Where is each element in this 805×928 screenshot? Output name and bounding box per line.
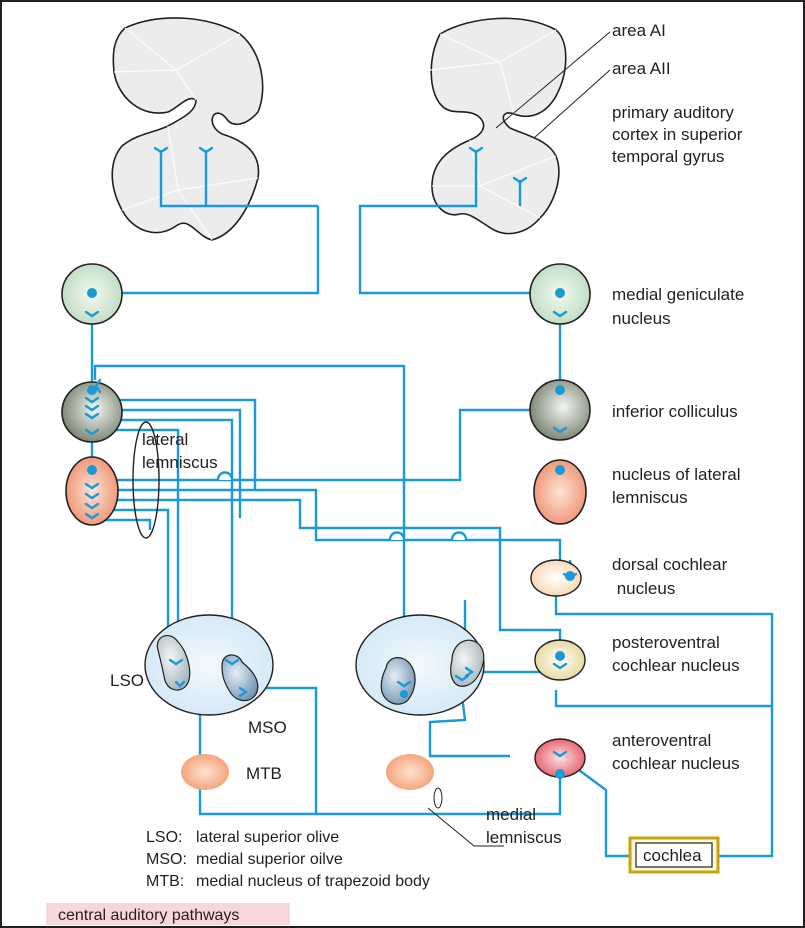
legend-text-mtb: medial nucleus of trapezoid body (196, 873, 430, 890)
legend-abbr-mso: MSO: (146, 851, 187, 868)
synapse-markers (87, 288, 575, 779)
label-lso: LSO (110, 671, 144, 690)
cochlea-inner (635, 842, 713, 868)
pathway-lines (90, 150, 774, 858)
label-area-ai: area AI (612, 21, 666, 40)
label-posteroventral-2: cochlear nucleus (612, 656, 740, 675)
legend-abbr-mtb: MTB: (146, 873, 184, 890)
lateral-lemniscus-ring (132, 421, 160, 539)
mtb-left (181, 754, 229, 790)
cortex-left (111, 17, 264, 241)
label-lateral-lemniscus-1: lateral (142, 430, 188, 449)
label-inferior-colliculus: inferior colliculus (612, 402, 738, 421)
dorsal-cochlear-nucleus (530, 559, 582, 597)
line-crossing-hops (216, 471, 468, 541)
label-medial-lemniscus-2: lemniscus (486, 828, 562, 847)
label-primary-cortex-3: temporal gyrus (612, 147, 724, 166)
label-area-aii: area AII (612, 59, 671, 78)
label-cochlea: cochlea (643, 846, 702, 865)
label-primary-cortex-2: cortex in superior (612, 125, 743, 144)
label-mtb: MTB (246, 764, 282, 783)
inferior-colliculus-left (61, 381, 123, 443)
label-lateral-lemniscus-2: lemniscus (142, 453, 218, 472)
figure-caption: central auditory pathways (58, 907, 239, 924)
inferior-colliculus-right (529, 379, 591, 441)
lateral-lemniscus-nucleus-right (533, 459, 587, 525)
label-anteroventral-1: anteroventral (612, 731, 711, 750)
legend-text-mso: medial superior oilve (196, 851, 343, 868)
label-nll-1: nucleus of lateral (612, 465, 741, 484)
label-medial-geniculate-2: nucleus (612, 309, 671, 328)
legend-text-lso: lateral superior olive (196, 829, 339, 846)
label-medial-lemniscus-1: medial (486, 805, 536, 824)
lso-right (450, 639, 485, 687)
label-medial-geniculate-1: medial geniculate (612, 285, 744, 304)
axon-terminals (84, 146, 578, 758)
lateral-lemniscus-nucleus-left (65, 456, 119, 526)
leader-lines (427, 31, 611, 847)
mtb-right (386, 754, 434, 790)
caption-background (46, 903, 290, 925)
mso-left (221, 654, 259, 702)
legend-abbr-lso: LSO: (146, 829, 182, 846)
label-posteroventral-1: posteroventral (612, 633, 720, 652)
label-dorsal-cochlear-2: nucleus (612, 579, 675, 598)
label-nll-2: lemniscus (612, 488, 688, 507)
label-primary-cortex-1: primary auditory (612, 103, 734, 122)
label-anteroventral-2: cochlear nucleus (612, 754, 740, 773)
label-dorsal-cochlear-1: dorsal cochlear (612, 555, 728, 574)
label-mso: MSO (248, 718, 287, 737)
